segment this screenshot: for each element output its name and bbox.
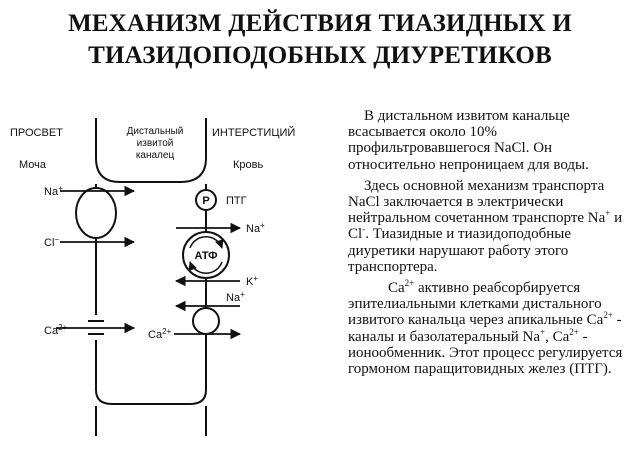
distal-tubule-diagram: ПРОСВЕТ Моча Дистальный извитой каналец … bbox=[10, 118, 295, 436]
paragraph-1: В дистальном извитом канальце всасываетс… bbox=[348, 108, 589, 173]
title-line-2: ТИАЗИДОПОДОБНЫХ ДИУРЕТИКОВ bbox=[88, 42, 552, 69]
na-label-exchanger: Na+ bbox=[226, 290, 245, 304]
k-label-pump: K+ bbox=[246, 274, 258, 288]
urine-label: Моча bbox=[19, 159, 47, 171]
title-line-1: МЕХАНИЗМ ДЕЙСТВИЯ ТИАЗИДНЫХ И bbox=[68, 10, 572, 37]
interstitium-label: ИНТЕРСТИЦИЙ bbox=[212, 126, 295, 139]
p-label: P bbox=[202, 195, 209, 207]
paragraph-3: Ca2+ активно реабсорбируется эпителиальн… bbox=[348, 278, 623, 378]
lumen-label: ПРОСВЕТ bbox=[10, 127, 63, 139]
ca-channel bbox=[88, 320, 104, 335]
cl-label-apical: Cl− bbox=[44, 235, 59, 249]
ca-label-apical: Ca2+ bbox=[44, 323, 68, 337]
cell-label-2: извитой bbox=[137, 138, 174, 149]
blood-label: Кровь bbox=[233, 159, 263, 171]
ca-label-exchanger: Ca2+ bbox=[148, 327, 172, 341]
na-ca-exchanger bbox=[192, 307, 220, 335]
atp-label: АТФ bbox=[194, 250, 217, 262]
paragraph-2: Здесь основной механизм транспорта NaCl … bbox=[348, 177, 623, 275]
pth-label: ПТГ bbox=[226, 195, 247, 207]
bottom-segments bbox=[95, 406, 207, 436]
cell-label-1: Дистальный bbox=[127, 126, 184, 137]
na-label-pump: Na+ bbox=[246, 221, 265, 235]
description-text: В дистальном извитом канальце всасываетс… bbox=[348, 108, 636, 382]
atpase-rotation-arrow-top bbox=[189, 236, 224, 249]
cell-label-3: каналец bbox=[136, 150, 175, 161]
slide-title: МЕХАНИЗМ ДЕЙСТВИЯ ТИАЗИДНЫХ И ТИАЗИДОПОД… bbox=[0, 8, 640, 72]
atpase-rotation-arrow-bottom bbox=[188, 261, 223, 274]
na-label-apical: Na+ bbox=[44, 184, 63, 198]
nacl-cotransporter bbox=[75, 187, 117, 239]
